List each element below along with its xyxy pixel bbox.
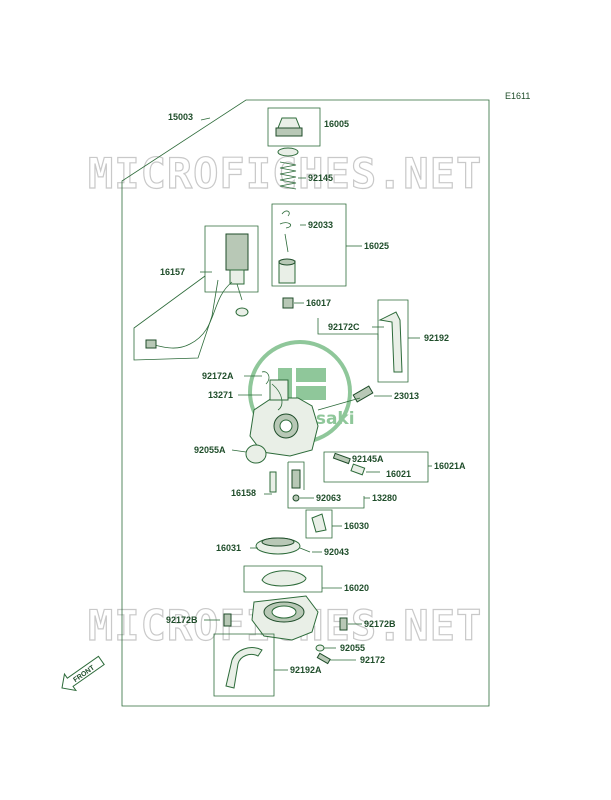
part-label-92172B-left[interactable]: 92172B: [166, 615, 198, 625]
hose-92192A: [225, 647, 263, 689]
float-bowl: [251, 595, 319, 641]
part-label-92055[interactable]: 92055: [340, 643, 365, 653]
part-label-16021[interactable]: 16021: [386, 469, 411, 479]
part-label-16025[interactable]: 16025: [364, 241, 389, 251]
jet-16158: [269, 471, 277, 493]
hose-92192: [378, 311, 403, 373]
cap-16005: [277, 117, 301, 129]
part-label-92192A[interactable]: 92192A: [290, 665, 322, 675]
part-label-92055A[interactable]: 92055A: [194, 445, 226, 455]
part-label-16017[interactable]: 16017: [306, 298, 331, 308]
part-label-13280[interactable]: 13280: [372, 493, 397, 503]
part-label-92145A[interactable]: 92145A: [352, 454, 384, 464]
sensor-23013: [352, 385, 374, 403]
part-label-92172C[interactable]: 92172C: [328, 322, 360, 332]
part-label-16005[interactable]: 16005: [324, 119, 349, 129]
carburetor-body: [249, 379, 319, 457]
screw-92172B-right: [339, 617, 348, 631]
diagram-code: E1611: [505, 91, 530, 101]
part-label-16158[interactable]: 16158: [231, 488, 256, 498]
part-label-92172[interactable]: 92172: [360, 655, 385, 665]
jet-13280: [291, 469, 301, 489]
part-label-16021A[interactable]: 16021A: [434, 461, 466, 471]
needle-jet-16017: [282, 297, 294, 309]
main-frame: [121, 99, 490, 707]
part-label-92172A[interactable]: 92172A: [202, 371, 234, 381]
part-label-16157[interactable]: 16157: [160, 267, 185, 277]
part-label-92063[interactable]: 92063: [316, 493, 341, 503]
part-label-13271[interactable]: 13271: [208, 390, 233, 400]
watermark-top: MICROFICHES.NET: [88, 149, 482, 198]
spring-92145: [279, 161, 297, 190]
screw-92172B-left: [223, 613, 232, 627]
part-label-92043[interactable]: 92043: [324, 547, 349, 557]
screw-92145A: [332, 452, 351, 465]
gasket-16020: [261, 570, 307, 587]
part-label-16020[interactable]: 16020: [344, 583, 369, 593]
part-label-23013[interactable]: 23013: [394, 391, 419, 401]
part-label-16031[interactable]: 16031: [216, 543, 241, 553]
part-label-92145[interactable]: 92145: [308, 173, 333, 183]
choke-16157: [225, 233, 249, 271]
part-label-92192[interactable]: 92192: [424, 333, 449, 343]
part-label-92033[interactable]: 92033: [308, 220, 333, 230]
part-label-16030[interactable]: 16030: [344, 521, 369, 531]
front-arrow-icon: FRONT: [61, 655, 105, 692]
oring-92055A: [245, 444, 267, 464]
float-valve-16030: [311, 513, 327, 533]
part-label-92172B-right[interactable]: 92172B: [364, 619, 396, 629]
part-label-15003[interactable]: 15003: [168, 112, 193, 122]
